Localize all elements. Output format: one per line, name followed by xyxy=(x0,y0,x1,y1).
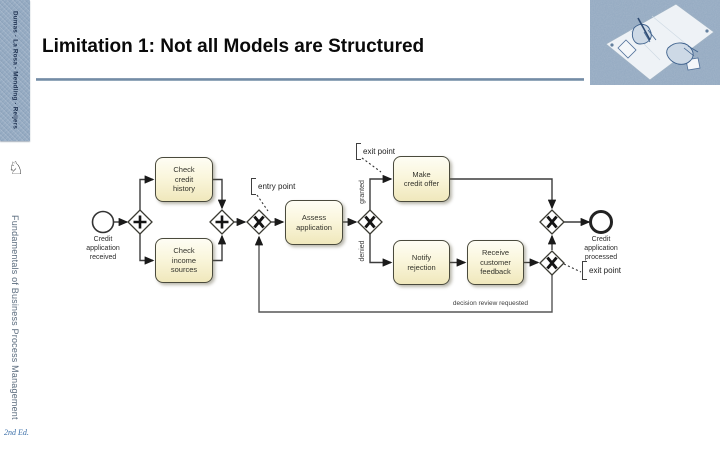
task-label-line: history xyxy=(172,184,196,194)
pencil xyxy=(637,17,651,41)
start-event-circle xyxy=(91,210,115,234)
task-label-line: Check xyxy=(173,165,195,175)
x-symbol xyxy=(546,215,558,229)
edge-label-decision-review-requested: decision review requested xyxy=(452,300,528,307)
x-symbol xyxy=(546,256,558,270)
x-symbol xyxy=(253,215,265,229)
task-assess-application: Assess application xyxy=(285,200,343,245)
sidebar-authors-panel: Dumas · La Rosa · Mendling · Reijers xyxy=(0,0,30,141)
left-cuff xyxy=(617,39,637,59)
left-fingers xyxy=(643,29,657,43)
right-fingers xyxy=(683,45,699,57)
event-label-line: processed xyxy=(584,254,618,262)
chess-knight-icon: ♘ xyxy=(7,158,25,178)
annotation-bracket xyxy=(582,261,587,280)
task-label-line: rejection xyxy=(407,262,436,272)
flow-split-to-check-income xyxy=(139,234,155,265)
task-label-line: income xyxy=(171,255,197,265)
task-label-line: Check xyxy=(173,246,195,256)
gateway-parallel-join xyxy=(209,209,235,235)
task-check-credit-history: Check credit history xyxy=(155,157,213,202)
annotation-exit-point-top: exit point xyxy=(356,143,395,160)
task-label-line: Notify xyxy=(411,253,432,263)
task-label-line: credit xyxy=(174,174,194,184)
event-label-line: Credit xyxy=(591,236,611,243)
task-label-line: Make xyxy=(412,169,431,179)
flow-check-credit-to-join xyxy=(213,178,227,210)
page-title: Limitation 1: Not all Models are Structu… xyxy=(42,36,425,57)
book-title-spine-text: Fundamentals of Business Process Managem… xyxy=(10,214,20,420)
dotted-exit-point-bottom xyxy=(563,263,582,273)
annotation-bracket xyxy=(251,178,256,195)
plus-symbol xyxy=(215,215,229,229)
annotation-text: exit point xyxy=(589,266,622,275)
flow-split-to-check-credit xyxy=(139,175,155,210)
edition-label: 2nd Ed. xyxy=(4,428,29,437)
task-make-credit-offer: Make credit offer xyxy=(393,156,450,202)
start-event-label: Credit application received xyxy=(74,235,132,262)
task-label-line: application xyxy=(296,222,332,232)
authors-spine-text: Dumas · La Rosa · Mendling · Reijers xyxy=(11,11,19,130)
flow-make-offer-to-xor-top xyxy=(450,178,557,210)
edge-label-granted: granted xyxy=(359,180,366,204)
event-label-line: Credit xyxy=(93,236,113,243)
task-label-line: Assess xyxy=(301,213,327,223)
annotation-entry-point: entry point xyxy=(251,178,295,195)
x-symbol xyxy=(364,215,376,229)
event-label-line: received xyxy=(89,254,117,262)
escher-drawing-hands-image xyxy=(590,0,720,85)
gateway-xor-join-bottom xyxy=(539,250,565,276)
gateway-parallel-split xyxy=(127,209,153,235)
sequence-flows xyxy=(113,174,591,313)
title-divider xyxy=(36,78,584,81)
escher-drawing-hands-svg xyxy=(590,0,720,85)
event-label-line: application xyxy=(86,245,120,253)
task-notify-rejection: Notify rejection xyxy=(393,240,450,285)
gateway-xor-split xyxy=(357,209,383,235)
dotted-entry-point xyxy=(256,194,269,212)
gateways xyxy=(127,209,565,276)
gateway-xor-entry xyxy=(246,209,272,235)
task-label-line: Receive xyxy=(481,248,510,258)
end-event-circle xyxy=(589,210,613,234)
flow-check-income-to-join xyxy=(213,234,227,262)
event-label-line: application xyxy=(584,245,618,253)
annotation-bracket xyxy=(356,143,361,160)
flow-granted-to-make-offer xyxy=(369,174,393,210)
plus-symbol xyxy=(133,215,147,229)
edge-label-denied: denied xyxy=(359,240,366,262)
gateway-xor-join-top xyxy=(539,209,565,235)
right-hand xyxy=(666,42,694,65)
task-check-income-sources: Check income sources xyxy=(155,238,213,283)
task-label-line: feedback xyxy=(480,267,511,277)
flow-loop-decision-review xyxy=(254,235,553,313)
task-label-line: credit offer xyxy=(403,179,440,188)
task-label-line: sources xyxy=(170,265,198,275)
flow-denied-to-notify xyxy=(369,234,393,267)
annotation-text: exit point xyxy=(363,147,396,156)
paper-sheet xyxy=(605,3,715,81)
pin-left xyxy=(610,43,614,47)
pin-right xyxy=(705,29,709,33)
task-receive-customer-feedback: Receive customer feedback xyxy=(467,240,524,285)
task-label-line: customer xyxy=(480,257,511,267)
end-event-label: Credit application processed xyxy=(572,235,630,262)
annotation-connectors xyxy=(256,157,582,273)
book-title-spine: Fundamentals of Business Process Managem… xyxy=(0,203,30,431)
annotation-exit-point-bottom: exit point xyxy=(582,261,621,280)
annotation-text: entry point xyxy=(258,182,296,191)
